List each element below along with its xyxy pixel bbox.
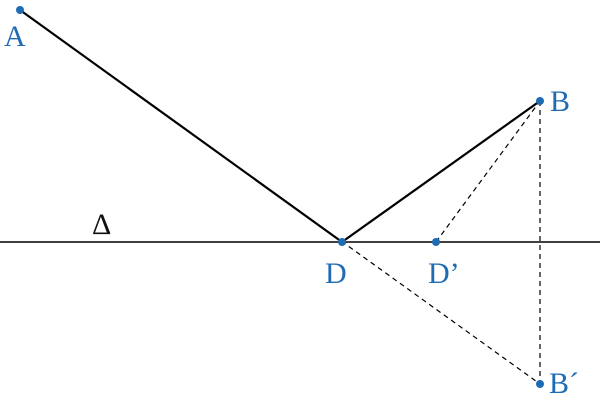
point-d-label: D <box>325 257 347 290</box>
point-a-dot <box>16 6 24 14</box>
point-d-prime-label: D’ <box>428 257 460 290</box>
line-delta-label: Δ <box>92 208 111 241</box>
point-b-dot <box>536 97 544 105</box>
point-b-prime-label: B´ <box>549 367 579 400</box>
segment-db <box>341 100 541 243</box>
dashed-d-prime-b <box>435 100 541 243</box>
point-d-dot <box>338 238 346 246</box>
point-d-prime-dot <box>432 238 440 246</box>
point-a-label: A <box>4 20 26 53</box>
point-b-prime-dot <box>536 380 544 388</box>
point-b-label: B <box>550 85 570 118</box>
dashed-a-b-prime <box>19 9 541 385</box>
